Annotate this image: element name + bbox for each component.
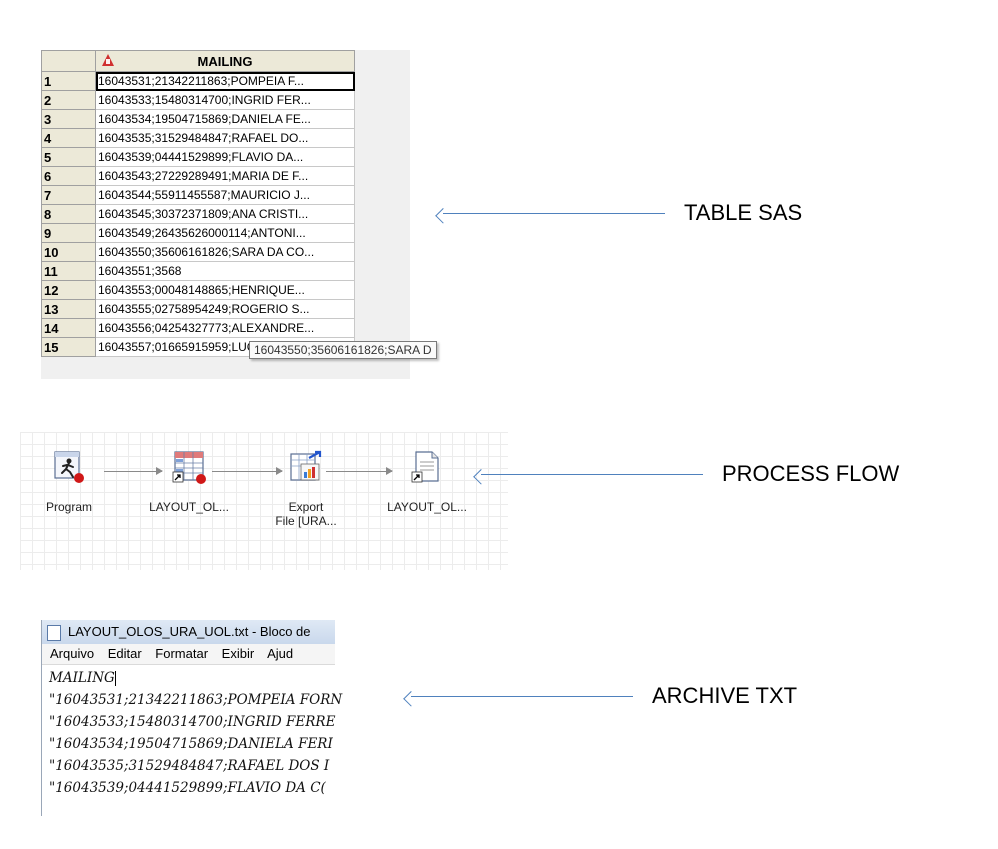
row-number[interactable]: 7 [41, 185, 96, 205]
row-number[interactable]: 15 [41, 337, 96, 357]
callout-process-flow: PROCESS FLOW [722, 461, 900, 486]
text-line: "16043531;21342211863;POMPEIA FORN [49, 692, 343, 708]
mailing-cell[interactable]: 16043550;35606161826;SARA DA CO... [95, 242, 355, 262]
cell-tooltip: 16043550;35606161826;SARA D [249, 341, 437, 359]
column-header-label: MAILING [197, 53, 253, 69]
mailing-cell[interactable]: 16043555;02758954249;ROGERIO S... [95, 299, 355, 319]
row-number[interactable]: 6 [41, 166, 96, 186]
row-number[interactable]: 11 [41, 261, 96, 281]
column-header-mailing[interactable]: MAILING [95, 50, 355, 72]
text-editor-area[interactable]: MAILING "16043531;21342211863;POMPEIA FO… [42, 665, 343, 799]
mailing-cell[interactable]: 16043553;00048148865;HENRIQUE... [95, 280, 355, 300]
row-number[interactable]: 14 [41, 318, 96, 338]
text-line: MAILING [49, 670, 116, 686]
mailing-cell[interactable]: 16043533;15480314700;INGRID FER... [95, 90, 355, 110]
callout-table-sas: TABLE SAS [684, 200, 803, 225]
notepad-icon [47, 625, 61, 641]
arrow-to-table [443, 213, 665, 214]
mailing-cell[interactable]: 16043543;27229289491;MARIA DE F... [95, 166, 355, 186]
mailing-cell[interactable]: 16043534;19504715869;DANIELA FE... [95, 109, 355, 129]
text-line: "16043539;04441529899;FLAVIO DA C( [49, 780, 326, 796]
flow-node-text-file[interactable]: LAYOUT_OL... [372, 450, 482, 514]
flow-node-label: Program [45, 500, 92, 514]
process-flow-canvas: Program LAYOUT_OL... [20, 432, 508, 570]
row-number[interactable]: 4 [41, 128, 96, 148]
text-line: "16043533;15480314700;INGRID FERRE [49, 714, 336, 730]
mailing-cell[interactable]: 16043545;30372371809;ANA CRISTI... [95, 204, 355, 224]
grid-corner-header[interactable] [41, 50, 96, 72]
flow-node-label: LAYOUT_OL... [149, 500, 229, 514]
mailing-cell[interactable]: 16043544;55911455587;MAURICIO J... [95, 185, 355, 205]
text-line: "16043535;31529484847;RAFAEL DOS I [49, 758, 330, 774]
mailing-cell[interactable]: 16043556;04254327773;ALEXANDRE... [95, 318, 355, 338]
menu-editar[interactable]: Editar [107, 646, 142, 661]
callout-archive-txt: ARCHIVE TXT [652, 683, 798, 708]
menu-exibir[interactable]: Exibir [221, 646, 255, 661]
program-runner-icon [52, 450, 86, 484]
flow-node-label: LAYOUT_OL... [387, 500, 467, 514]
row-number[interactable]: 8 [41, 204, 96, 224]
row-number[interactable]: 13 [41, 299, 96, 319]
flow-node-export-file[interactable]: Export File [URA... [266, 450, 346, 528]
menu-ajuda[interactable]: Ajud [267, 646, 294, 661]
row-number[interactable]: 10 [41, 242, 96, 262]
flow-node-label: Export File [URA... [275, 500, 337, 528]
menu-arquivo[interactable]: Arquivo [50, 646, 95, 661]
flow-connector [326, 467, 393, 475]
arrow-to-flow [481, 474, 703, 475]
text-caret [114, 671, 116, 686]
window-title: LAYOUT_OLOS_URA_UOL.txt - Bloco de [68, 624, 311, 639]
text-line: "16043534;19504715869;DANIELA FERI [49, 736, 333, 752]
row-number[interactable]: 1 [41, 71, 96, 91]
export-file-icon [289, 450, 323, 484]
notepad-window: LAYOUT_OLOS_URA_UOL.txt - Bloco de Arqui… [41, 620, 343, 816]
menu-bar: Arquivo Editar Formatar Exibir Ajud [42, 644, 335, 665]
row-number[interactable]: 5 [41, 147, 96, 167]
flow-node-sas-table[interactable]: LAYOUT_OL... [140, 450, 238, 514]
window-title-bar[interactable]: LAYOUT_OLOS_URA_UOL.txt - Bloco de [42, 620, 335, 644]
row-number[interactable]: 9 [41, 223, 96, 243]
flow-node-program[interactable]: Program [34, 450, 104, 514]
text-file-icon [410, 450, 444, 484]
mailing-cell[interactable]: 16043531;21342211863;POMPEIA F... [95, 71, 355, 91]
row-number[interactable]: 2 [41, 90, 96, 110]
flow-connector [212, 467, 283, 475]
mailing-cell[interactable]: 16043549;26435626000114;ANTONI... [95, 223, 355, 243]
arrow-to-txt [411, 696, 633, 697]
mailing-cell[interactable]: 16043551;3568 [95, 261, 355, 281]
menu-formatar[interactable]: Formatar [155, 646, 209, 661]
row-number[interactable]: 3 [41, 109, 96, 129]
mailing-cell[interactable]: 16043539;04441529899;FLAVIO DA... [95, 147, 355, 167]
flow-connector [104, 467, 163, 475]
sas-table-icon [172, 450, 206, 484]
mailing-cell[interactable]: 16043535;31529484847;RAFAEL DO... [95, 128, 355, 148]
row-number[interactable]: 12 [41, 280, 96, 300]
